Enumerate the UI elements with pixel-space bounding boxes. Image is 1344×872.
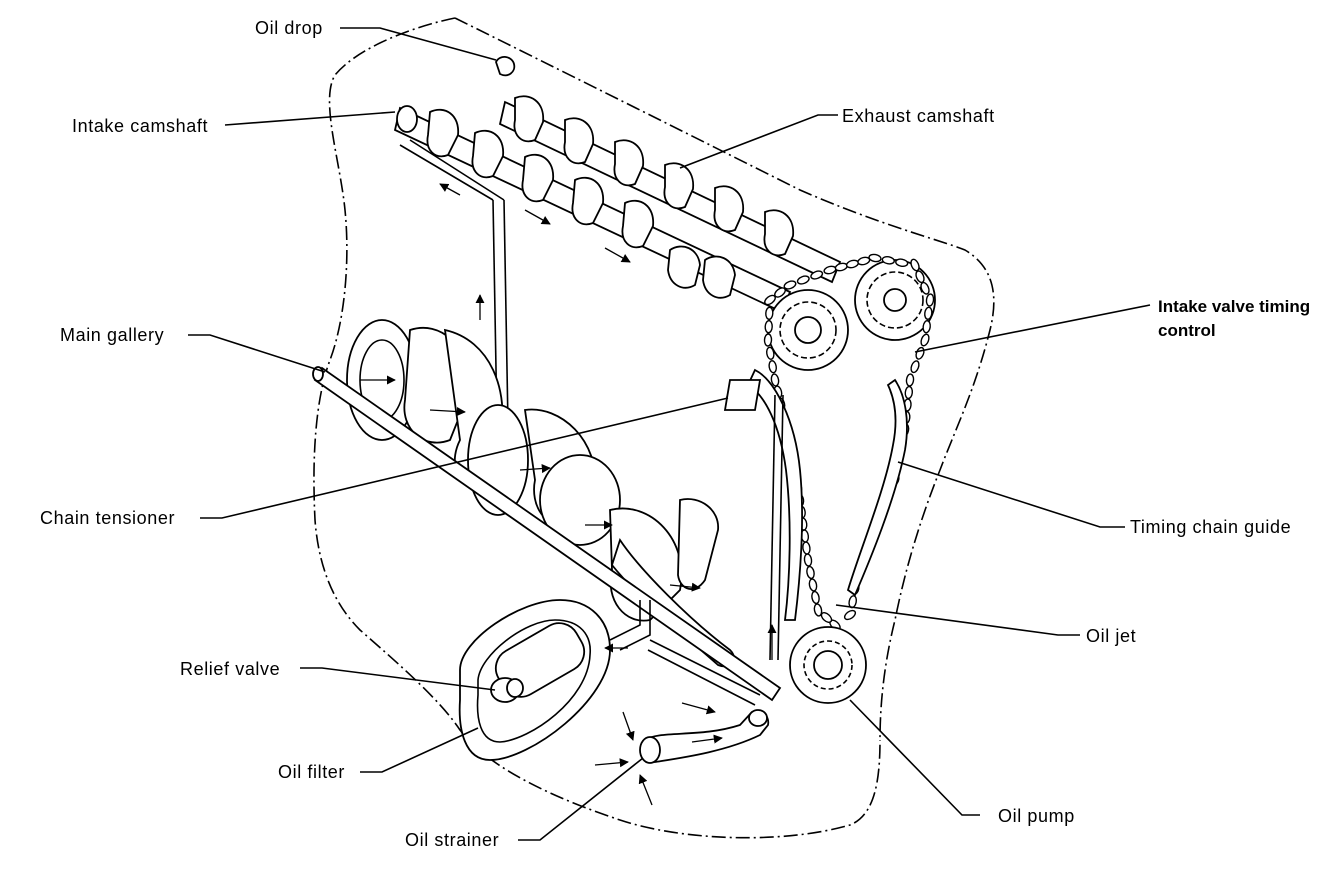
chain-link [915,346,925,360]
label-intake-valve-timing-control-1: Intake valve timing [1158,297,1310,316]
label-intake-valve-timing-control-2: control [1158,321,1216,340]
timing-chain-guide [846,378,908,597]
label-oil-jet: Oil jet [1086,626,1136,646]
chain-link [766,346,775,360]
label-exhaust-camshaft: Exhaust camshaft [842,106,995,126]
chain-link [764,320,773,334]
label-oil-strainer: Oil strainer [405,830,499,850]
engine-block-outline [313,17,995,839]
chain-link [905,373,915,387]
chain-link [774,287,786,298]
chain-link [868,253,882,263]
chain-link [924,306,933,320]
main-gallery [312,366,784,702]
label-relief-valve: Relief valve [180,659,280,679]
exhaust-sprocket [854,259,936,341]
relief-valve [490,677,524,703]
intake-sprocket [767,289,849,371]
chain-link [803,553,813,567]
chain-link [768,360,777,374]
chain-link [922,320,931,334]
chain-link [845,259,860,269]
chain-link [925,293,935,307]
chain-link [783,280,797,290]
oil-drop-icon [495,56,516,77]
oil-filter [458,599,611,761]
label-chain-tensioner: Chain tensioner [40,508,175,528]
label-intake-camshaft: Intake camshaft [72,116,208,136]
chain-link [920,281,930,295]
chain-link [813,603,823,617]
intake-camshaft [393,105,792,314]
chain-link [765,306,774,320]
label-oil-filter: Oil filter [278,762,345,782]
label-oil-drop: Oil drop [255,18,323,38]
chain-link [808,578,818,592]
chain-link [910,360,920,374]
leader-lines [188,27,1151,841]
chain-link [895,258,909,267]
chain-link [806,565,815,580]
chain-link [802,541,811,555]
pump-outlet-pipe [609,600,761,706]
label-oil-pump: Oil pump [998,806,1075,826]
chain-link [843,609,857,621]
chain-link [904,385,914,400]
chain-link [770,373,780,387]
chain-link [796,275,810,285]
oil-strainer [639,709,770,764]
chain-link [810,270,824,280]
label-main-gallery: Main gallery [60,325,164,345]
chain-link [910,258,920,272]
exhaust-camshaft [498,95,842,284]
oil-pump [789,626,867,704]
chain-link [881,256,895,265]
oil-flow-arrows [360,183,777,806]
chain-link [811,590,820,605]
chain-link [763,333,773,347]
chain-link [920,333,930,347]
label-timing-chain-guide: Timing chain guide [1130,517,1291,537]
chain-tensioner [723,368,803,621]
